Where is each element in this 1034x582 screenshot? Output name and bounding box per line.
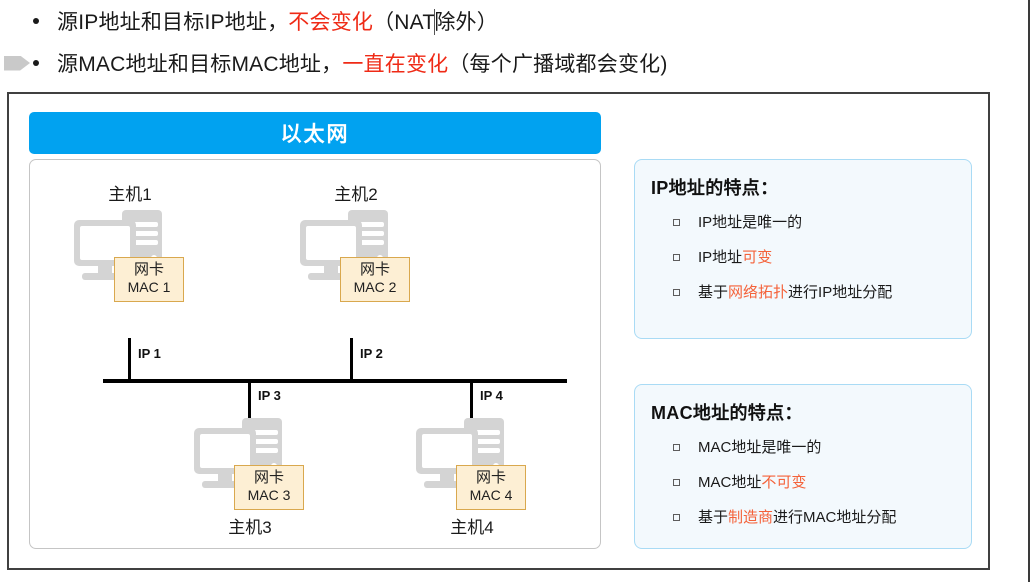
host-4-label: 主机4 bbox=[450, 518, 494, 537]
ip-panel-item-3: 基于网络拓扑进行IP地址分配 bbox=[651, 274, 961, 309]
mac-item-3-red: 制造商 bbox=[728, 509, 774, 526]
note-line-1: 源IP地址和目标IP地址，不会变化（NAT除外） bbox=[0, 6, 498, 36]
host-2-nic-box: 网卡 MAC 2 bbox=[340, 257, 410, 303]
mac-panel-item-3: 基于制造商进行MAC地址分配 bbox=[651, 499, 961, 534]
ip-panel-item-2: IP地址可变 bbox=[651, 239, 961, 274]
note-line-2: 源MAC地址和目标MAC地址，一直在变化（每个广播域都会变化) bbox=[0, 48, 668, 78]
host-1-label: 主机1 bbox=[108, 185, 152, 204]
host-2-link-line bbox=[350, 338, 353, 382]
note-1-highlight: 不会变化 bbox=[288, 11, 374, 34]
ip-item-3-text: 基于网络拓扑进行IP地址分配 bbox=[698, 281, 892, 302]
ip-characteristics-panel: IP地址的特点： IP地址是唯一的 IP地址可变 基于网络拓扑进行IP地址分配 bbox=[634, 159, 972, 339]
ethernet-bus-line bbox=[103, 379, 567, 383]
host-1: 主机1 bbox=[60, 180, 200, 340]
mac-value: MAC 4 bbox=[469, 487, 513, 504]
square-bullet-icon bbox=[673, 219, 680, 226]
note-1-seg-3: （NAT bbox=[373, 11, 436, 34]
pentagon-arrow-marker-icon bbox=[4, 55, 30, 71]
host-3-ip-label: IP 3 bbox=[258, 388, 281, 403]
note-2-highlight: 一直在变化 bbox=[342, 53, 449, 76]
host-1-ip-label: IP 1 bbox=[138, 346, 161, 361]
host-4-ip-label: IP 4 bbox=[480, 388, 503, 403]
ip-item-1-pre: IP地址是唯一的 bbox=[698, 214, 803, 231]
ip-item-3-red: 网络拓扑 bbox=[728, 284, 789, 301]
mac-item-3-pre: 基于 bbox=[698, 509, 729, 526]
mac-item-2-red: 不可变 bbox=[761, 474, 807, 491]
square-bullet-icon bbox=[673, 479, 680, 486]
mac-item-1-text: MAC地址是唯一的 bbox=[698, 436, 821, 457]
mac-item-3-text: 基于制造商进行MAC地址分配 bbox=[698, 506, 896, 527]
slide-frame: 以太网 主机1 bbox=[7, 92, 990, 570]
host-1-nic-box: 网卡 MAC 1 bbox=[114, 257, 184, 303]
note-1-seg-4: 除外） bbox=[434, 11, 498, 34]
ip-panel-item-1: IP地址是唯一的 bbox=[651, 204, 961, 239]
host-3-nic-box: 网卡 MAC 3 bbox=[234, 465, 304, 511]
bullet-dot-icon bbox=[33, 18, 39, 24]
square-bullet-icon bbox=[673, 254, 680, 261]
ip-item-1-text: IP地址是唯一的 bbox=[698, 211, 802, 232]
notes-area: 源IP地址和目标IP地址，不会变化（NAT除外） 源MAC地址和目标MAC地址，… bbox=[0, 0, 1034, 90]
nic-label: 网卡 bbox=[475, 469, 506, 486]
ethernet-title-banner: 以太网 bbox=[29, 112, 601, 154]
mac-characteristics-panel: MAC地址的特点： MAC地址是唯一的 MAC地址不可变 基于制造商进行MAC地… bbox=[634, 384, 972, 549]
host-4-link-line bbox=[470, 382, 473, 424]
host-3-label: 主机3 bbox=[228, 518, 272, 537]
note-line-2-text: 源MAC地址和目标MAC地址，一直在变化（每个广播域都会变化) bbox=[57, 48, 668, 78]
nic-label: 网卡 bbox=[359, 261, 390, 278]
host-2: 主机2 bbox=[286, 180, 426, 340]
host-1-link-line bbox=[128, 338, 131, 382]
mac-item-2-text: MAC地址不可变 bbox=[698, 471, 806, 492]
marker-spacer bbox=[0, 14, 33, 29]
nic-label: 网卡 bbox=[133, 261, 164, 278]
computer-icon bbox=[194, 418, 306, 500]
mac-value: MAC 3 bbox=[247, 487, 291, 504]
ethernet-title-text: 以太网 bbox=[280, 123, 350, 146]
host-2-ip-label: IP 2 bbox=[360, 346, 383, 361]
mac-value: MAC 1 bbox=[127, 279, 171, 296]
host-4-nic-box: 网卡 MAC 4 bbox=[456, 465, 526, 511]
ethernet-diagram-panel: 主机1 bbox=[29, 159, 601, 549]
nic-label: 网卡 bbox=[253, 469, 284, 486]
bullet-dot-icon bbox=[33, 60, 39, 66]
square-bullet-icon bbox=[673, 289, 680, 296]
mac-value: MAC 2 bbox=[353, 279, 397, 296]
square-bullet-icon bbox=[673, 514, 680, 521]
ip-item-3-pre: 基于 bbox=[698, 284, 729, 301]
host-3: 网卡 MAC 3 主机3 bbox=[180, 418, 330, 548]
note-2-seg-3: （每个广播域都会变化) bbox=[448, 53, 668, 76]
ip-item-3-post: 进行IP地址分配 bbox=[788, 284, 893, 301]
note-2-seg-1: 源MAC地址和目标MAC地址， bbox=[57, 53, 343, 76]
mac-panel-item-1: MAC地址是唯一的 bbox=[651, 429, 961, 464]
note-1-seg-1: 源IP地址和目标IP地址， bbox=[57, 11, 289, 34]
host-4: 网卡 MAC 4 主机4 bbox=[402, 418, 552, 548]
mac-panel-item-2: MAC地址不可变 bbox=[651, 464, 961, 499]
mac-item-2-pre: MAC地址 bbox=[698, 474, 762, 491]
square-bullet-icon bbox=[673, 444, 680, 451]
ip-item-2-pre: IP地址 bbox=[698, 249, 743, 266]
ip-item-2-text: IP地址可变 bbox=[698, 246, 772, 267]
text-caret bbox=[434, 9, 436, 35]
mac-item-1-pre: MAC地址是唯一的 bbox=[698, 439, 822, 456]
right-edge-rule bbox=[1028, 0, 1030, 582]
host-2-label: 主机2 bbox=[334, 185, 378, 204]
host-3-link-line bbox=[248, 382, 251, 424]
mac-panel-title: MAC地址的特点： bbox=[651, 403, 803, 423]
ip-item-2-red: 可变 bbox=[742, 249, 773, 266]
note-line-1-text: 源IP地址和目标IP地址，不会变化（NAT除外） bbox=[57, 6, 498, 36]
mac-item-3-post: 进行MAC地址分配 bbox=[773, 509, 897, 526]
ip-panel-title: IP地址的特点： bbox=[651, 178, 779, 198]
